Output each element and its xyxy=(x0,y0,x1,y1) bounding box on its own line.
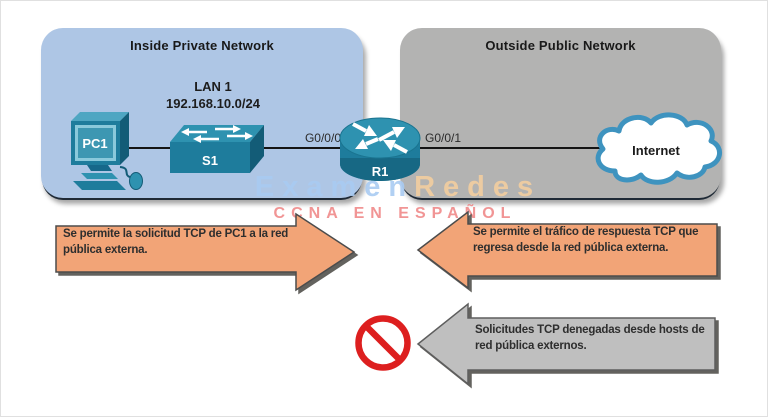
outbound-allowed-text: Se permite la solicitud TCP de PC1 a la … xyxy=(63,228,289,256)
interface-label-outside: G0/0/1 xyxy=(425,131,462,145)
watermark-brand: ExamenRedes xyxy=(255,171,541,203)
prohibition-icon xyxy=(355,315,411,371)
router-label: R1 xyxy=(372,164,389,179)
arrow-return-allowed xyxy=(416,210,718,290)
pc-icon: PC1 xyxy=(71,112,143,190)
watermark-tagline: CCNA EN ESPAÑOL xyxy=(273,205,517,222)
watermark-brand-part1: Examen xyxy=(254,171,415,203)
pc-label: PC1 xyxy=(82,136,107,151)
lan-name: LAN 1 xyxy=(194,79,232,94)
watermark-brand-part2: Redes xyxy=(414,171,542,203)
inbound-denied-text: Solicitudes TCP denegadas desde hosts de… xyxy=(475,324,705,352)
internet-label: Internet xyxy=(632,143,680,158)
return-allowed-text: Se permite el tráfico de respuesta TCP q… xyxy=(473,226,699,254)
switch-label: S1 xyxy=(202,153,218,168)
inside-network-title: Inside Private Network xyxy=(130,38,274,53)
outside-network-title: Outside Public Network xyxy=(485,38,636,53)
switch-icon: S1 xyxy=(170,125,264,173)
arrow-inbound-denied xyxy=(416,302,716,386)
router-icon: R1 xyxy=(339,117,421,181)
arrow-outbound-allowed xyxy=(55,212,356,292)
interface-label-inside: G0/0/0 xyxy=(304,131,341,145)
lan-subnet: 192.168.10.0/24 xyxy=(166,96,260,111)
internet-cloud-icon: Internet xyxy=(595,112,722,185)
